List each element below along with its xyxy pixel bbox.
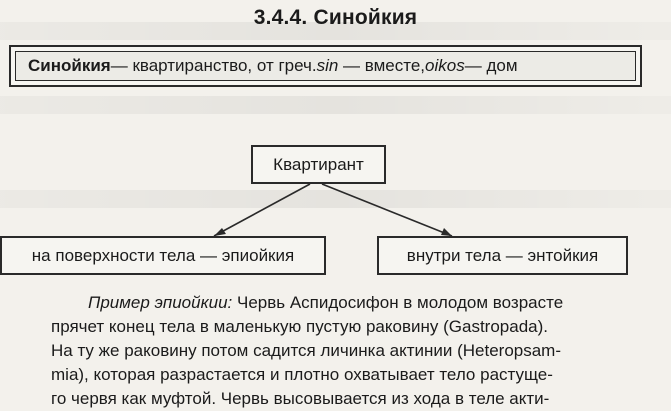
example-line: го червя как муфтой. Червь высовывается … xyxy=(51,389,550,408)
example-line: mia), которая разрастается и плотно охва… xyxy=(51,365,553,384)
definition-word-sin: sin xyxy=(316,56,339,75)
definition-box: Синойкия — квартиранство, от греч. sin —… xyxy=(9,45,642,87)
definition-part: — квартиранство, от греч. xyxy=(110,56,317,75)
section-heading: 3.4.4. Синойкия xyxy=(253,6,418,29)
connector-left xyxy=(213,183,311,237)
example-line: На ту же раковину потом садится личинка … xyxy=(51,341,562,360)
scan-bleed xyxy=(0,96,671,114)
arrowhead-left xyxy=(214,228,226,236)
diagram-root-box: Квартирант xyxy=(251,145,386,184)
example-line: Пример эпиойкии: Червь Аспидосифон в мол… xyxy=(88,291,563,315)
definition-text: Синойкия — квартиранство, от греч. sin —… xyxy=(15,51,636,81)
example-label: Пример эпиойкии: xyxy=(88,293,233,312)
example-text: Червь Аспидосифон в молодом возрасте xyxy=(232,293,564,312)
diagram-epioikia-box: на поверхности тела — эпиойкия xyxy=(0,236,326,275)
definition-part: — дом xyxy=(464,56,518,75)
definition-word-oikos: oikos xyxy=(425,56,465,75)
arrowhead-right xyxy=(441,228,452,236)
scan-bleed xyxy=(0,190,671,208)
example-line: прячет конец тела в маленькую пустую рак… xyxy=(51,317,548,336)
definition-term: Синойкия xyxy=(28,56,111,75)
connector-right xyxy=(321,183,453,237)
definition-part: — вместе, xyxy=(343,56,426,75)
diagram-entoikia-box: внутри тела — энтойкия xyxy=(377,236,628,275)
